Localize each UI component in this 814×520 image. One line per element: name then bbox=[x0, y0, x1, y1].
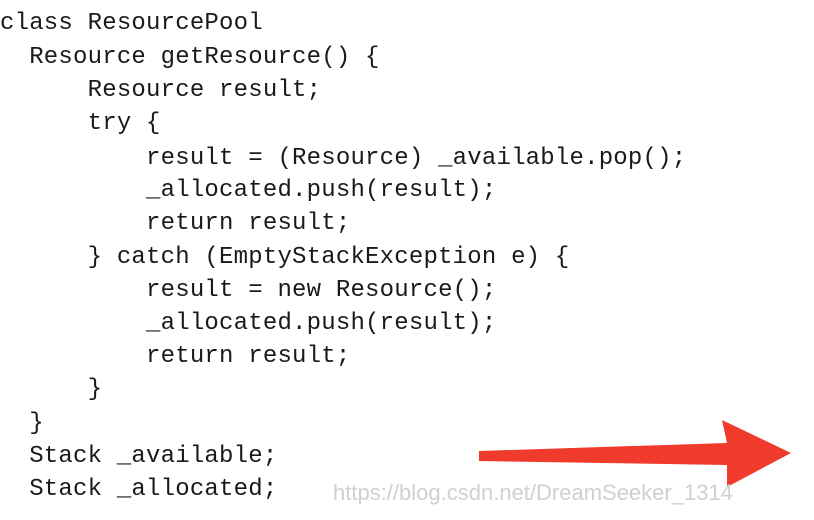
code-line-close-method: } bbox=[0, 410, 44, 437]
code-line-stack-allocated: Stack _allocated; bbox=[0, 476, 278, 503]
code-line-method-signature: Resource getResource() { bbox=[0, 44, 380, 71]
code-line-try: try { bbox=[0, 110, 161, 137]
code-line-pop-available: result = (Resource) _available.pop(); bbox=[0, 145, 687, 172]
watermark-url: https://blog.csdn.net/DreamSeeker_1314 bbox=[333, 480, 733, 505]
code-line-close-catch: } bbox=[0, 376, 103, 403]
code-line-return-result: return result; bbox=[0, 210, 351, 237]
code-line-catch: } catch (EmptyStackException e) { bbox=[0, 244, 570, 271]
arrow-right-icon bbox=[479, 420, 791, 487]
code-line-class-declaration: class ResourcePool bbox=[0, 10, 263, 37]
arrow-right-shape bbox=[479, 420, 791, 487]
code-line-stack-available: Stack _available; bbox=[0, 443, 278, 470]
code-line-new-resource: result = new Resource(); bbox=[0, 277, 497, 304]
code-line-push-allocated: _allocated.push(result); bbox=[0, 177, 497, 204]
code-line-return-result-catch: return result; bbox=[0, 343, 351, 370]
code-line-push-allocated-catch: _allocated.push(result); bbox=[0, 310, 497, 337]
code-line-result-declaration: Resource result; bbox=[0, 77, 322, 104]
